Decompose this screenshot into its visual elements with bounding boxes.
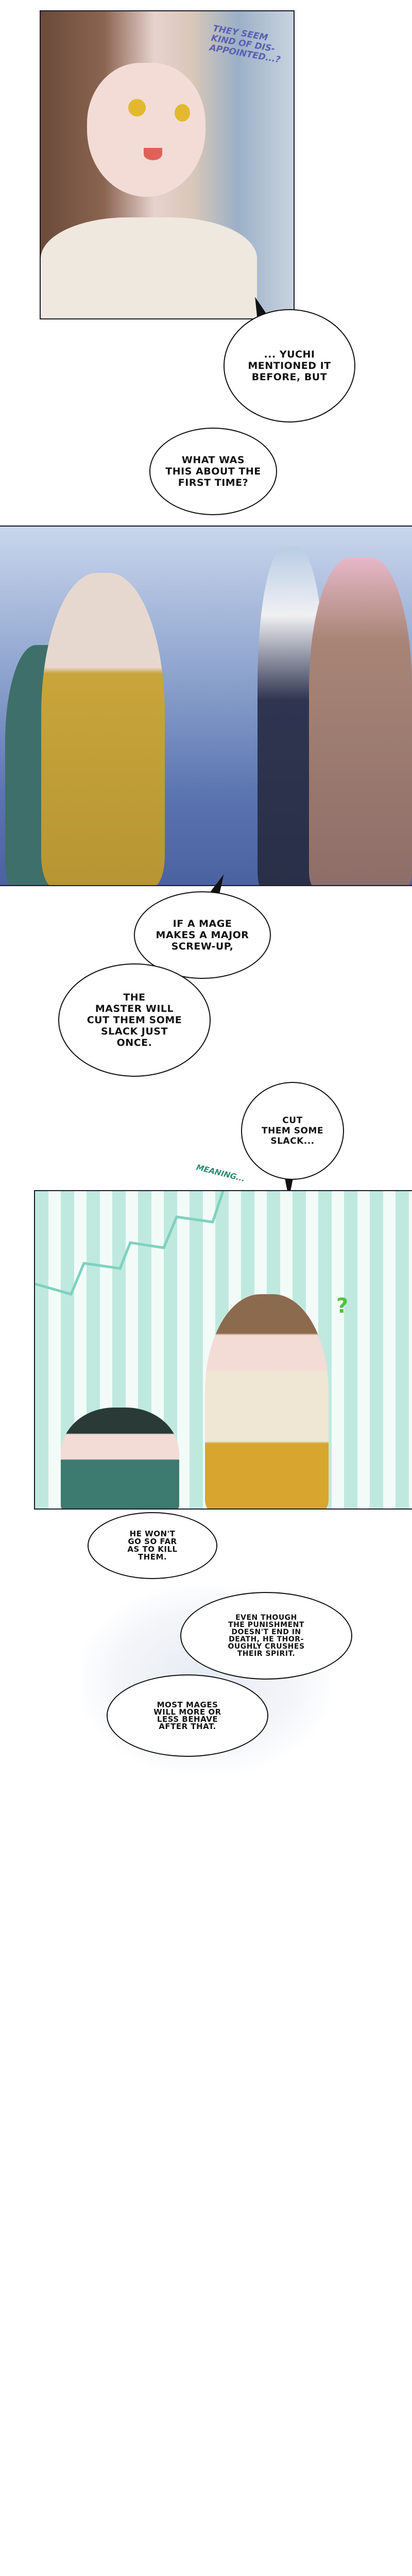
speech-bubble-crushes-spirit: EVEN THOUGH THE PUNISHMENT DOESN'T END I…: [180, 1592, 352, 1680]
character-boy: [61, 1408, 179, 1509]
bubble-text: MOST MAGES WILL MORE OR LESS BEHAVE AFTE…: [153, 1700, 221, 1731]
character-maid: [309, 557, 412, 885]
sfx-disappointed: THEY SEEM KIND OF DIS- APPOINTED...?: [209, 23, 282, 65]
bubble-text: EVEN THOUGH THE PUNISHMENT DOESN'T END I…: [228, 1614, 305, 1658]
character-girl-yellow-dress: [41, 573, 165, 885]
speech-bubble-cut-slack: CUT THEM SOME SLACK...: [241, 1082, 344, 1180]
speech-bubble-behave: MOST MAGES WILL MORE OR LESS BEHAVE AFTE…: [107, 1674, 268, 1757]
character-mouth: [144, 148, 162, 160]
comic-page: THEY SEEM KIND OF DIS- APPOINTED...? ...…: [0, 10, 412, 1772]
bubble-text: THE MASTER WILL CUT THEM SOME SLACK JUST…: [87, 992, 182, 1048]
character-eye-left: [128, 99, 146, 116]
bubble-text: CUT THEM SOME SLACK...: [262, 1115, 323, 1146]
character-face: [87, 63, 205, 197]
character-collar: [41, 217, 257, 318]
question-mark-icon: ?: [336, 1294, 349, 1318]
speech-bubble-first-time: WHAT WAS THIS ABOUT THE FIRST TIME?: [149, 428, 277, 515]
speech-bubble-screw-up: IF A MAGE MAKES A MAJOR SCREW-UP,: [134, 891, 271, 979]
speech-bubble-slack-once: THE MASTER WILL CUT THEM SOME SLACK JUST…: [58, 963, 211, 1077]
zigzag-effect: [35, 1191, 412, 1509]
bubble-text: WHAT WAS THIS ABOUT THE FIRST TIME?: [165, 454, 261, 488]
bubble-text: HE WON'T GO SO FAR AS TO KILL THEM.: [127, 1529, 178, 1562]
bubble-text: ... YUCHI MENTIONED IT BEFORE, BUT: [248, 349, 331, 383]
character-girl: [205, 1294, 329, 1509]
comic-panel-3: ?: [34, 1190, 412, 1510]
sfx-meaning: MEANING...: [195, 1162, 246, 1184]
speech-bubble-kill: HE WON'T GO SO FAR AS TO KILL THEM.: [88, 1512, 217, 1579]
speech-bubble-yuchi: ... YUCHI MENTIONED IT BEFORE, BUT: [224, 309, 355, 422]
comic-panel-1: THEY SEEM KIND OF DIS- APPOINTED...?: [40, 10, 295, 319]
character-eye-right: [175, 104, 190, 122]
bubble-text: IF A MAGE MAKES A MAJOR SCREW-UP,: [156, 918, 249, 952]
comic-panel-2: [0, 526, 412, 886]
zigzag-line: [35, 1191, 225, 1296]
